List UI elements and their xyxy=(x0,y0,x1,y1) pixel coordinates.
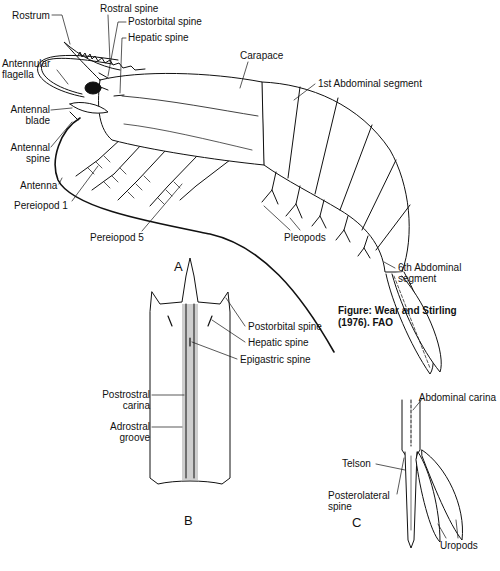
leader-lines xyxy=(52,15,70,44)
tail-fan xyxy=(386,272,441,374)
carapace xyxy=(99,73,265,165)
rostrum xyxy=(64,42,145,80)
part-label: Uropods xyxy=(440,540,478,551)
leader-lines xyxy=(226,298,245,326)
pleopods xyxy=(286,186,302,218)
antennal-blade xyxy=(70,102,108,113)
spines xyxy=(70,73,124,120)
part-label: Epigastric spine xyxy=(240,354,311,365)
part-label: Antennular flagella xyxy=(2,58,58,80)
antennal-blade xyxy=(70,102,108,113)
pereiopods xyxy=(150,155,198,206)
abdomen xyxy=(288,87,410,250)
rostrum xyxy=(64,42,120,80)
leader-lines xyxy=(108,15,110,62)
figure-caption: Figure: Wear and Stirling (1976). FAO xyxy=(338,305,478,329)
tail-detail xyxy=(405,452,417,548)
pleopods xyxy=(358,236,370,258)
leader-lines xyxy=(142,184,182,231)
tail-detail xyxy=(411,456,412,530)
leader-lines xyxy=(108,22,126,76)
leader-lines xyxy=(212,320,245,342)
leader-lines xyxy=(51,108,72,110)
part-label: Abdominal carina xyxy=(419,392,496,403)
leader-lines xyxy=(397,458,404,494)
tail-detail xyxy=(402,400,420,456)
tail-fan xyxy=(394,276,430,368)
part-label: Pereiopod 1 xyxy=(14,200,68,211)
part-label: Pereiopod 5 xyxy=(90,232,144,243)
leader-lines xyxy=(72,166,98,201)
part-label: Telson xyxy=(342,458,371,469)
leader-lines xyxy=(59,178,62,184)
pereiopods xyxy=(180,160,230,200)
pereiopods xyxy=(88,156,180,204)
part-label: Carapace xyxy=(240,50,283,61)
leader-lines xyxy=(294,84,315,100)
dorsal-carapace xyxy=(182,304,198,480)
part-label: Rostral spine xyxy=(100,3,158,14)
pleopods xyxy=(262,172,278,204)
pleopods xyxy=(336,216,350,242)
part-label: 1st Abdominal segment xyxy=(318,78,422,89)
part-label: Hepatic spine xyxy=(128,32,189,43)
carapace xyxy=(99,73,265,165)
dorsal-carapace xyxy=(150,258,230,484)
leader-lines xyxy=(120,38,126,93)
part-label: Adrostral groove xyxy=(90,421,150,443)
figure-letter: A xyxy=(174,260,183,274)
carapace xyxy=(124,124,252,150)
leader-lines xyxy=(376,464,405,470)
part-label: Pleopods xyxy=(284,232,326,243)
rostrum xyxy=(78,52,145,70)
figure-letter: C xyxy=(352,516,361,530)
tail-detail xyxy=(422,450,463,540)
leader-lines xyxy=(384,262,395,268)
leader-lines xyxy=(240,62,248,88)
part-label: Antennal spine xyxy=(2,142,50,164)
part-label: 6th Abdominal segment xyxy=(398,262,468,284)
part-label: Rostrum xyxy=(12,10,50,21)
pleopods xyxy=(312,200,326,228)
part-label: Antenna xyxy=(20,180,57,191)
dorsal-carapace xyxy=(168,316,212,346)
tail-fan xyxy=(392,274,441,372)
leader-lines xyxy=(152,395,184,396)
leader-lines xyxy=(51,15,395,268)
leader-lines xyxy=(152,298,245,427)
abdomen xyxy=(262,82,409,272)
eye xyxy=(85,82,101,94)
figure-letter: B xyxy=(184,514,193,528)
leader-lines xyxy=(192,342,237,359)
part-label: Hepatic spine xyxy=(248,337,309,348)
part-label: Postorbital spine xyxy=(248,321,322,332)
carapace xyxy=(122,96,258,116)
leader-lines xyxy=(376,398,458,538)
dorsal-carapace xyxy=(186,304,194,478)
pleopods xyxy=(262,172,370,258)
part-label: Posterolateral spine xyxy=(328,490,396,512)
antennular-flagella xyxy=(41,58,112,94)
leader-lines xyxy=(152,427,182,428)
tail-detail xyxy=(411,400,412,446)
leader-lines xyxy=(57,70,68,84)
part-label: Postrostral carina xyxy=(90,389,150,411)
leader-lines xyxy=(51,122,72,147)
abdomen xyxy=(262,82,410,272)
spines xyxy=(70,73,124,120)
leader-lines xyxy=(264,206,300,230)
eye xyxy=(85,82,108,94)
dorsal-carapace xyxy=(150,258,230,484)
pereiopods xyxy=(118,150,166,200)
pereiopods xyxy=(76,138,122,176)
leader-lines xyxy=(438,520,458,538)
part-label: Antennal blade xyxy=(2,104,50,126)
part-label: Postorbital spine xyxy=(128,16,202,27)
tail-detail xyxy=(402,400,463,548)
